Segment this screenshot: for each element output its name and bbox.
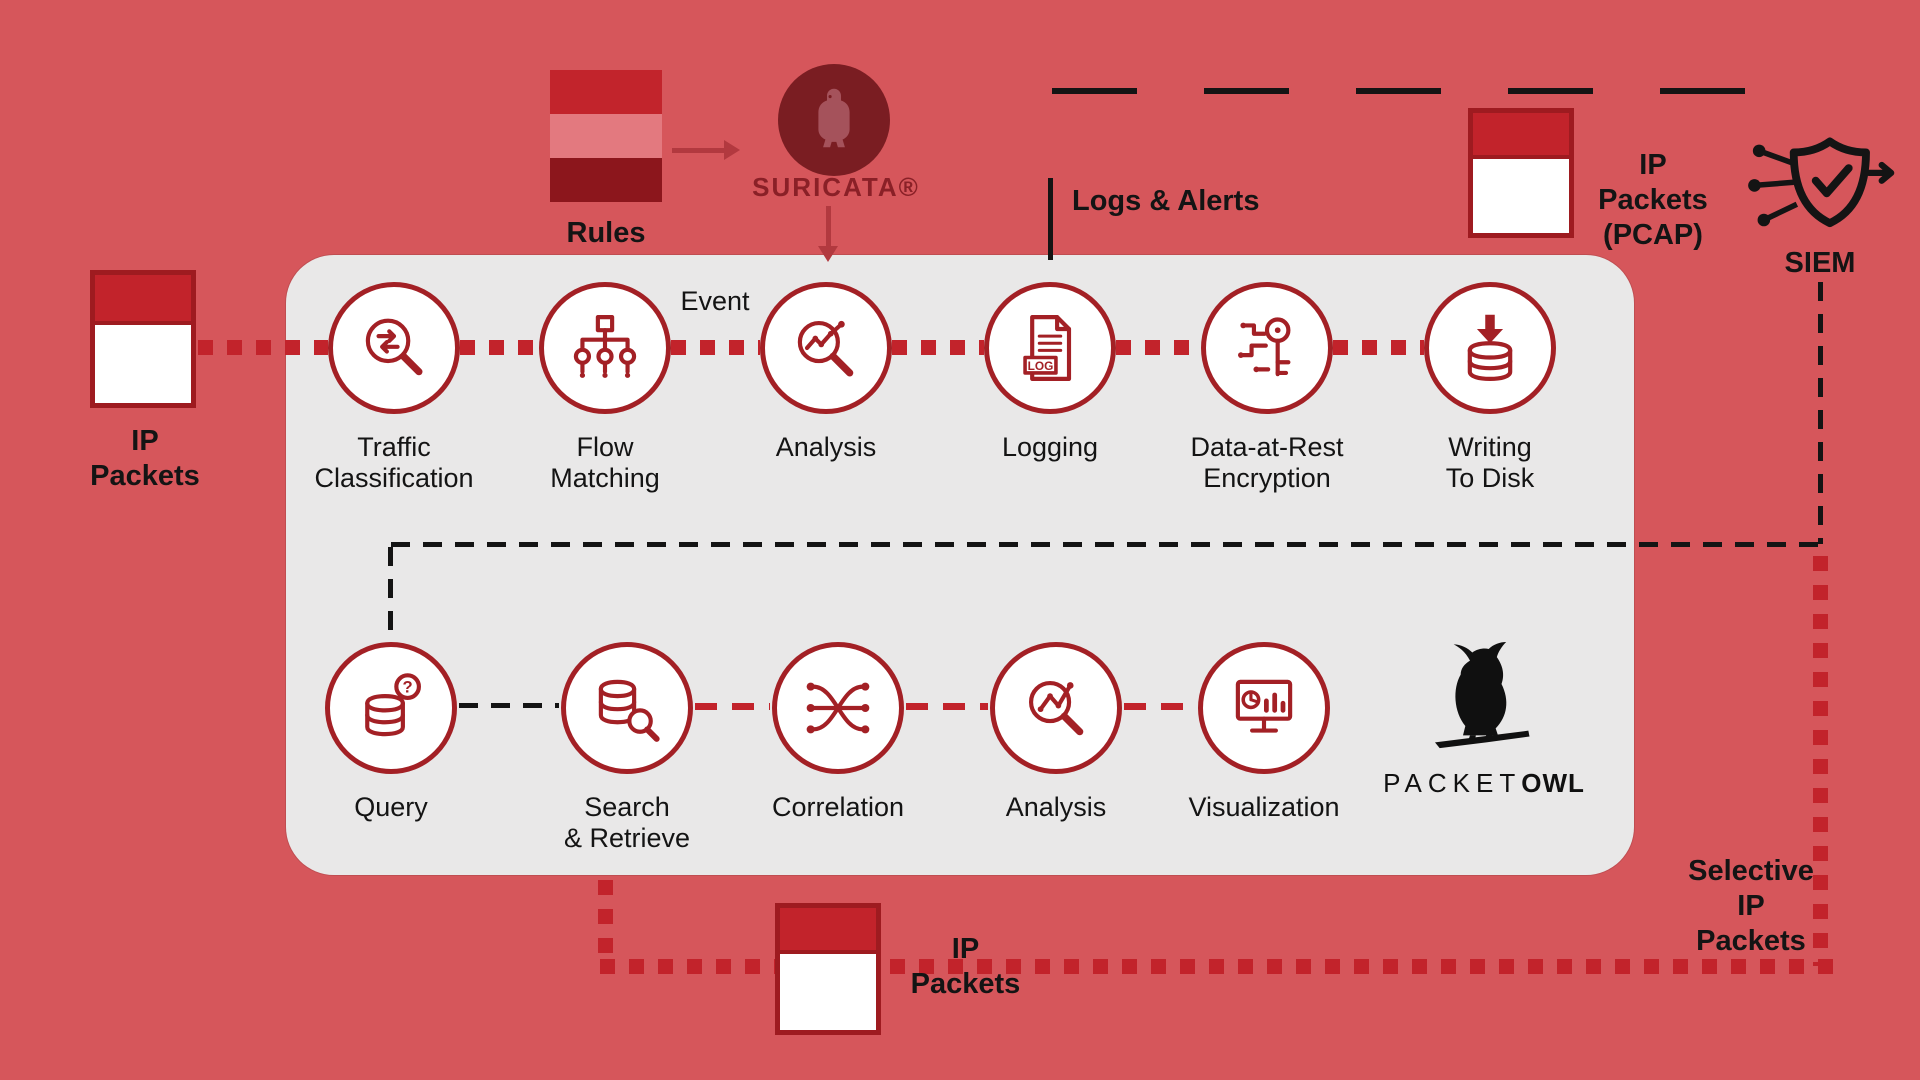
- logs-alerts-line: [1048, 178, 1053, 260]
- ip-packet-icon-header: [1473, 113, 1569, 159]
- rules-layer-top: [550, 70, 662, 114]
- node-search-retrieve: [561, 642, 693, 774]
- node-label-write-to-disk: Writing To Disk: [1445, 432, 1535, 494]
- connector-analysis-to-logging: [892, 340, 984, 355]
- event-label: Event: [680, 286, 750, 316]
- connector-logging-to-encryption: [1116, 340, 1201, 355]
- connector-analysis-to-visualization: [1124, 703, 1196, 710]
- node-query: ?: [325, 642, 457, 774]
- node-traffic-classification: [328, 282, 460, 414]
- logs-alerts-label: Logs & Alerts: [1072, 185, 1260, 217]
- analysis-graph-icon: [1028, 680, 1084, 736]
- processing-panel: [286, 255, 1634, 875]
- ip-packets-left-label: IP Packets: [90, 425, 200, 492]
- suricata-arrowhead-icon: [818, 246, 838, 262]
- flow-matching-icon: [573, 315, 637, 378]
- connector-ip-to-classification: [198, 340, 328, 355]
- connector-correlation-to-analysis: [906, 703, 988, 710]
- connector-siem-horizontal: [391, 542, 1823, 547]
- node-label-analysis-bottom: Analysis: [1005, 792, 1107, 822]
- node-visualization: [1198, 642, 1330, 774]
- connector-siem-vertical: [1818, 282, 1823, 544]
- ip-packets-pcap-label: IP Packets (PCAP): [1598, 149, 1708, 251]
- connector-to-query-vertical: [388, 547, 393, 642]
- ip-packet-icon-header: [95, 275, 191, 325]
- analysis-magnifier-icon: [797, 320, 854, 377]
- brand-owl: OWL: [1521, 768, 1585, 798]
- encryption-key-icon: [1238, 317, 1291, 377]
- node-flow-matching: [539, 282, 671, 414]
- svg-text:LOG: LOG: [1028, 359, 1054, 373]
- rules-to-suricata-arrow: [672, 148, 724, 153]
- rules-icon: [550, 70, 662, 202]
- search-retrieve-icon: [598, 679, 660, 742]
- top-dashed-line: [1052, 88, 1786, 94]
- suricata-wordmark: SURICATA®: [752, 172, 920, 202]
- connector-selective-horizontal: [600, 959, 1836, 974]
- ip-packet-icon-bottom: [775, 903, 881, 1035]
- connector-flow-to-analysis: [671, 340, 760, 355]
- suricata-logo-icon: [778, 64, 890, 176]
- connector-query-to-search: [459, 703, 559, 708]
- node-label-query: Query: [354, 792, 428, 822]
- connector-search-to-correlation: [695, 703, 770, 710]
- ip-packet-icon-header: [780, 908, 876, 954]
- node-analysis-bottom: [990, 642, 1122, 774]
- connector-classification-to-flow: [460, 340, 539, 355]
- node-label-encryption: Data-at-Rest Encryption: [1190, 432, 1344, 494]
- suricata-to-pipeline-arrow: [826, 206, 831, 246]
- write-to-disk-icon: [1467, 314, 1513, 381]
- ip-packet-icon-left: [90, 270, 196, 408]
- ip-packet-icon-pcap: [1468, 108, 1574, 238]
- node-logging: LOG: [984, 282, 1116, 414]
- node-write-to-disk: [1424, 282, 1556, 414]
- query-database-icon: ?: [365, 673, 421, 737]
- suricata-meerkat-icon: [818, 88, 850, 148]
- siem-shield-icon: [1748, 137, 1895, 228]
- rules-arrowhead-icon: [724, 140, 740, 160]
- node-label-correlation: Correlation: [771, 792, 905, 822]
- connector-panel-down: [598, 880, 613, 965]
- rules-label: Rules: [566, 217, 646, 249]
- visualization-monitor-icon: [1235, 679, 1293, 733]
- siem-label: SIEM: [1784, 247, 1856, 279]
- packet-owl-logo-icon: [1435, 642, 1530, 749]
- selective-ip-packets-label: Selective IP Packets: [1688, 855, 1814, 957]
- node-label-search-retrieve: Search & Retrieve: [563, 792, 691, 854]
- node-analysis-top: [760, 282, 892, 414]
- node-label-traffic-classification: Traffic Classification: [314, 432, 474, 494]
- node-label-logging: Logging: [1001, 432, 1099, 462]
- packet-owl-wordmark: PACKETOWL: [1376, 768, 1592, 799]
- ip-packets-bottom-label: IP Packets: [910, 933, 1021, 1000]
- rules-layer-bottom: [550, 158, 662, 202]
- connector-encryption-to-disk: [1333, 340, 1424, 355]
- node-label-analysis-top: Analysis: [775, 432, 877, 462]
- traffic-classification-icon: [365, 318, 423, 376]
- rules-layer-middle: [550, 114, 662, 158]
- logging-document-icon: LOG: [1023, 315, 1072, 381]
- connector-selective-vertical: [1813, 556, 1828, 966]
- brand-packet: PACKET: [1383, 768, 1522, 798]
- svg-text:?: ?: [403, 678, 413, 697]
- node-label-flow-matching: Flow Matching: [550, 432, 660, 494]
- node-correlation: [772, 642, 904, 774]
- correlation-icon: [806, 682, 870, 734]
- node-encryption: [1201, 282, 1333, 414]
- node-label-visualization: Visualization: [1188, 792, 1340, 822]
